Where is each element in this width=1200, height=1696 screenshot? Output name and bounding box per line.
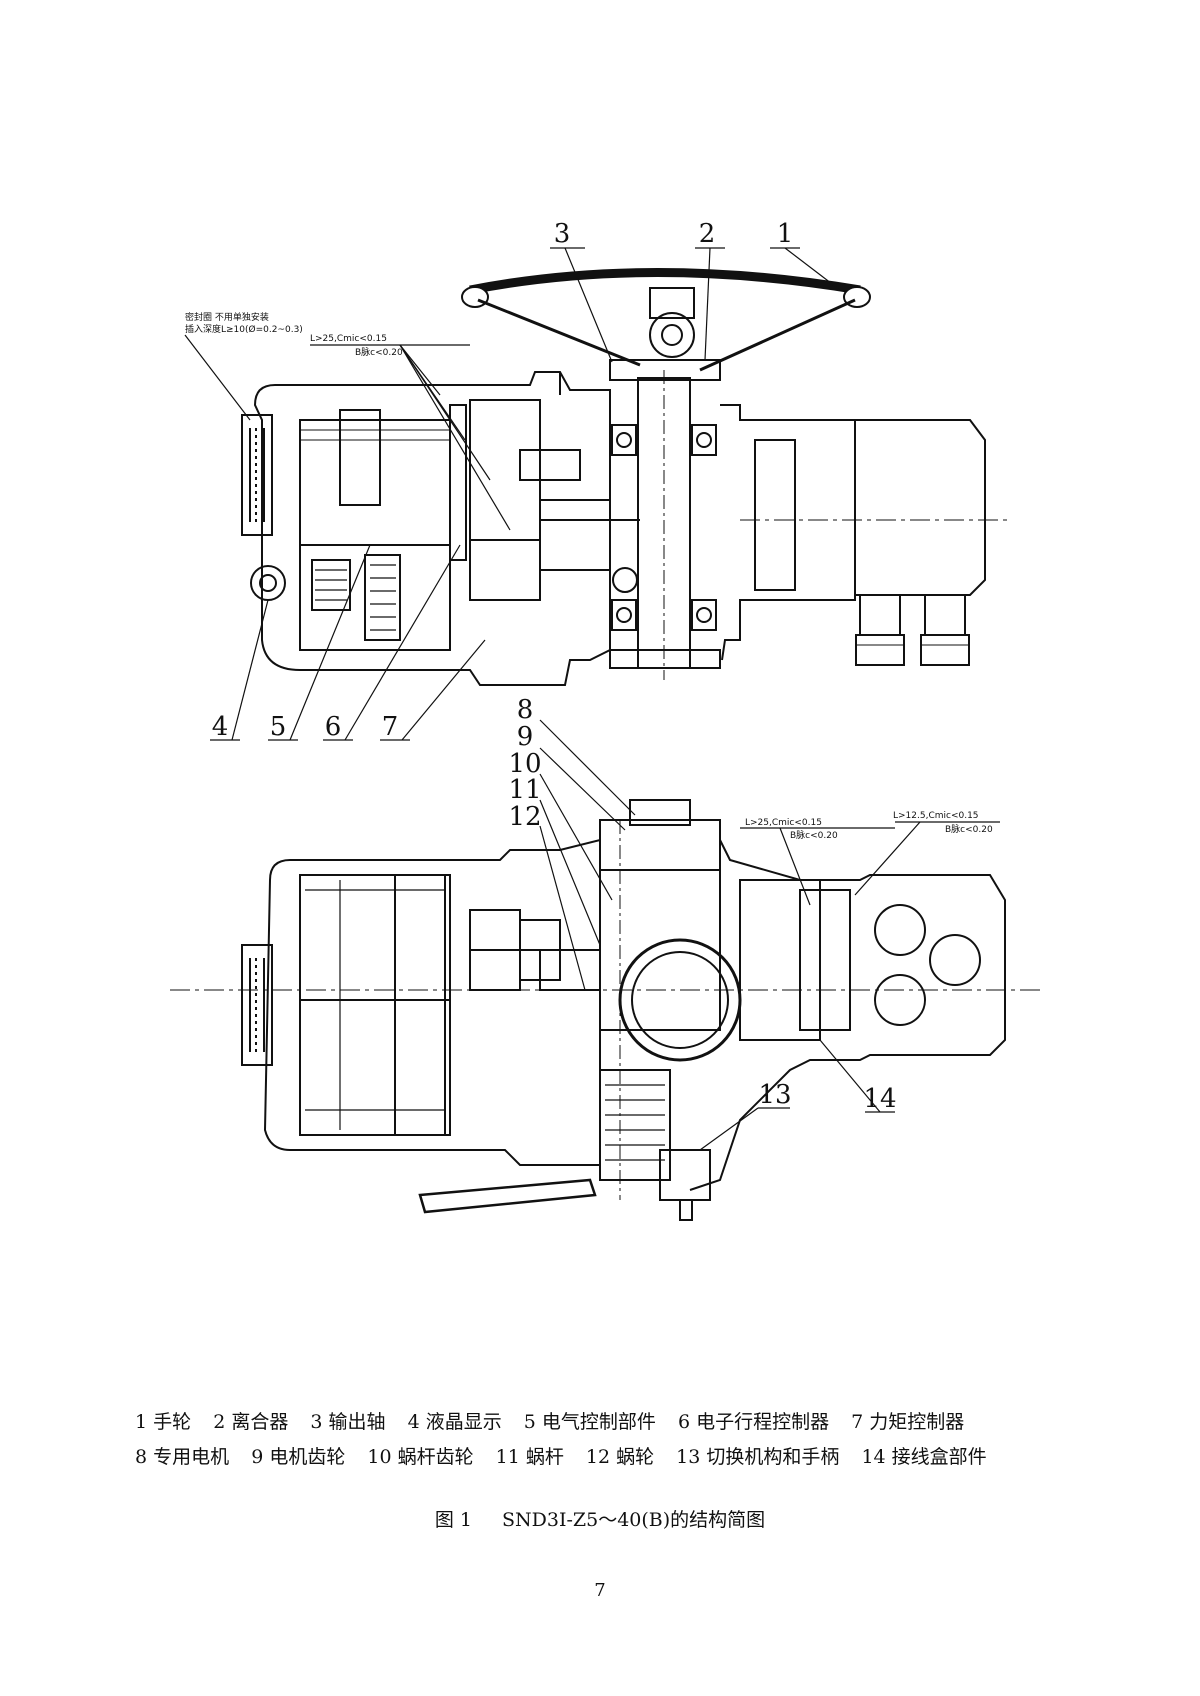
callout-14: 14	[863, 1084, 896, 1114]
legend-item: 3 输出轴	[310, 1411, 386, 1433]
legend-item: 1 手轮	[135, 1411, 192, 1433]
callout-3: 3	[554, 219, 571, 249]
legend-item: 10 蜗杆齿轮	[367, 1446, 474, 1468]
callout-9: 9	[517, 722, 534, 752]
note-top-left-1: 密封圈 不用单独安装	[185, 311, 269, 323]
legend-item: 14 接线盒部件	[861, 1446, 987, 1468]
note-bot-mid-2: B脉c<0.20	[790, 829, 838, 841]
figure-caption: 图 1 SND3I-Z5～40(B)的结构简图	[0, 1505, 1200, 1532]
callout-11: 11	[508, 775, 541, 805]
legend-item: 6 电子行程控制器	[677, 1411, 830, 1433]
legend-item: 8 专用电机	[135, 1446, 230, 1468]
legend-line-2: 8 专用电机 9 电机齿轮 10 蜗杆齿轮 11 蜗杆 12 蜗轮 13 切换机…	[135, 1440, 1135, 1474]
note-top-mid-2: B脉c<0.20	[355, 346, 403, 358]
legend-item: 9 电机齿轮	[251, 1446, 346, 1468]
callout-7: 7	[382, 712, 399, 742]
legend-line-1: 1 手轮 2 离合器 3 输出轴 4 液晶显示 5 电气控制部件 6 电子行程控…	[135, 1405, 1135, 1439]
figure-title: SND3I-Z5～40(B)的结构简图	[502, 1509, 766, 1531]
figure-number: 图 1	[434, 1509, 472, 1531]
callout-1: 1	[777, 219, 794, 249]
callout-6: 6	[325, 712, 342, 742]
callout-12: 12	[508, 802, 541, 832]
note-bot-right-2: B脉c<0.20	[945, 823, 993, 835]
callout-4: 4	[212, 712, 229, 742]
page-number: 7	[594, 1580, 606, 1601]
callout-2: 2	[699, 219, 716, 249]
legend-item: 5 电气控制部件	[523, 1411, 656, 1433]
legend-item: 12 蜗轮	[585, 1446, 655, 1468]
note-bot-mid-1: L>25,Cmic<0.15	[745, 818, 822, 828]
callout-13: 13	[758, 1080, 791, 1110]
legend-item: 4 液晶显示	[407, 1411, 502, 1433]
note-top-left-2: 插入深度L≥10(Ø=0.2~0.3)	[185, 323, 303, 335]
note-bot-right-1: L>12.5,Cmic<0.15	[893, 811, 979, 821]
top-view	[184, 247, 1010, 741]
note-top-mid-1: L>25,Cmic<0.15	[310, 334, 387, 344]
legend-item: 2 离合器	[213, 1411, 289, 1433]
legend-item: 13 切换机构和手柄	[676, 1446, 840, 1468]
legend-item: 7 力矩控制器	[851, 1411, 965, 1433]
callout-8: 8	[517, 695, 534, 725]
callout-10: 10	[508, 749, 541, 779]
bottom-view	[170, 719, 1040, 1221]
legend-item: 11 蜗杆	[495, 1446, 564, 1468]
callout-5: 5	[270, 712, 287, 742]
